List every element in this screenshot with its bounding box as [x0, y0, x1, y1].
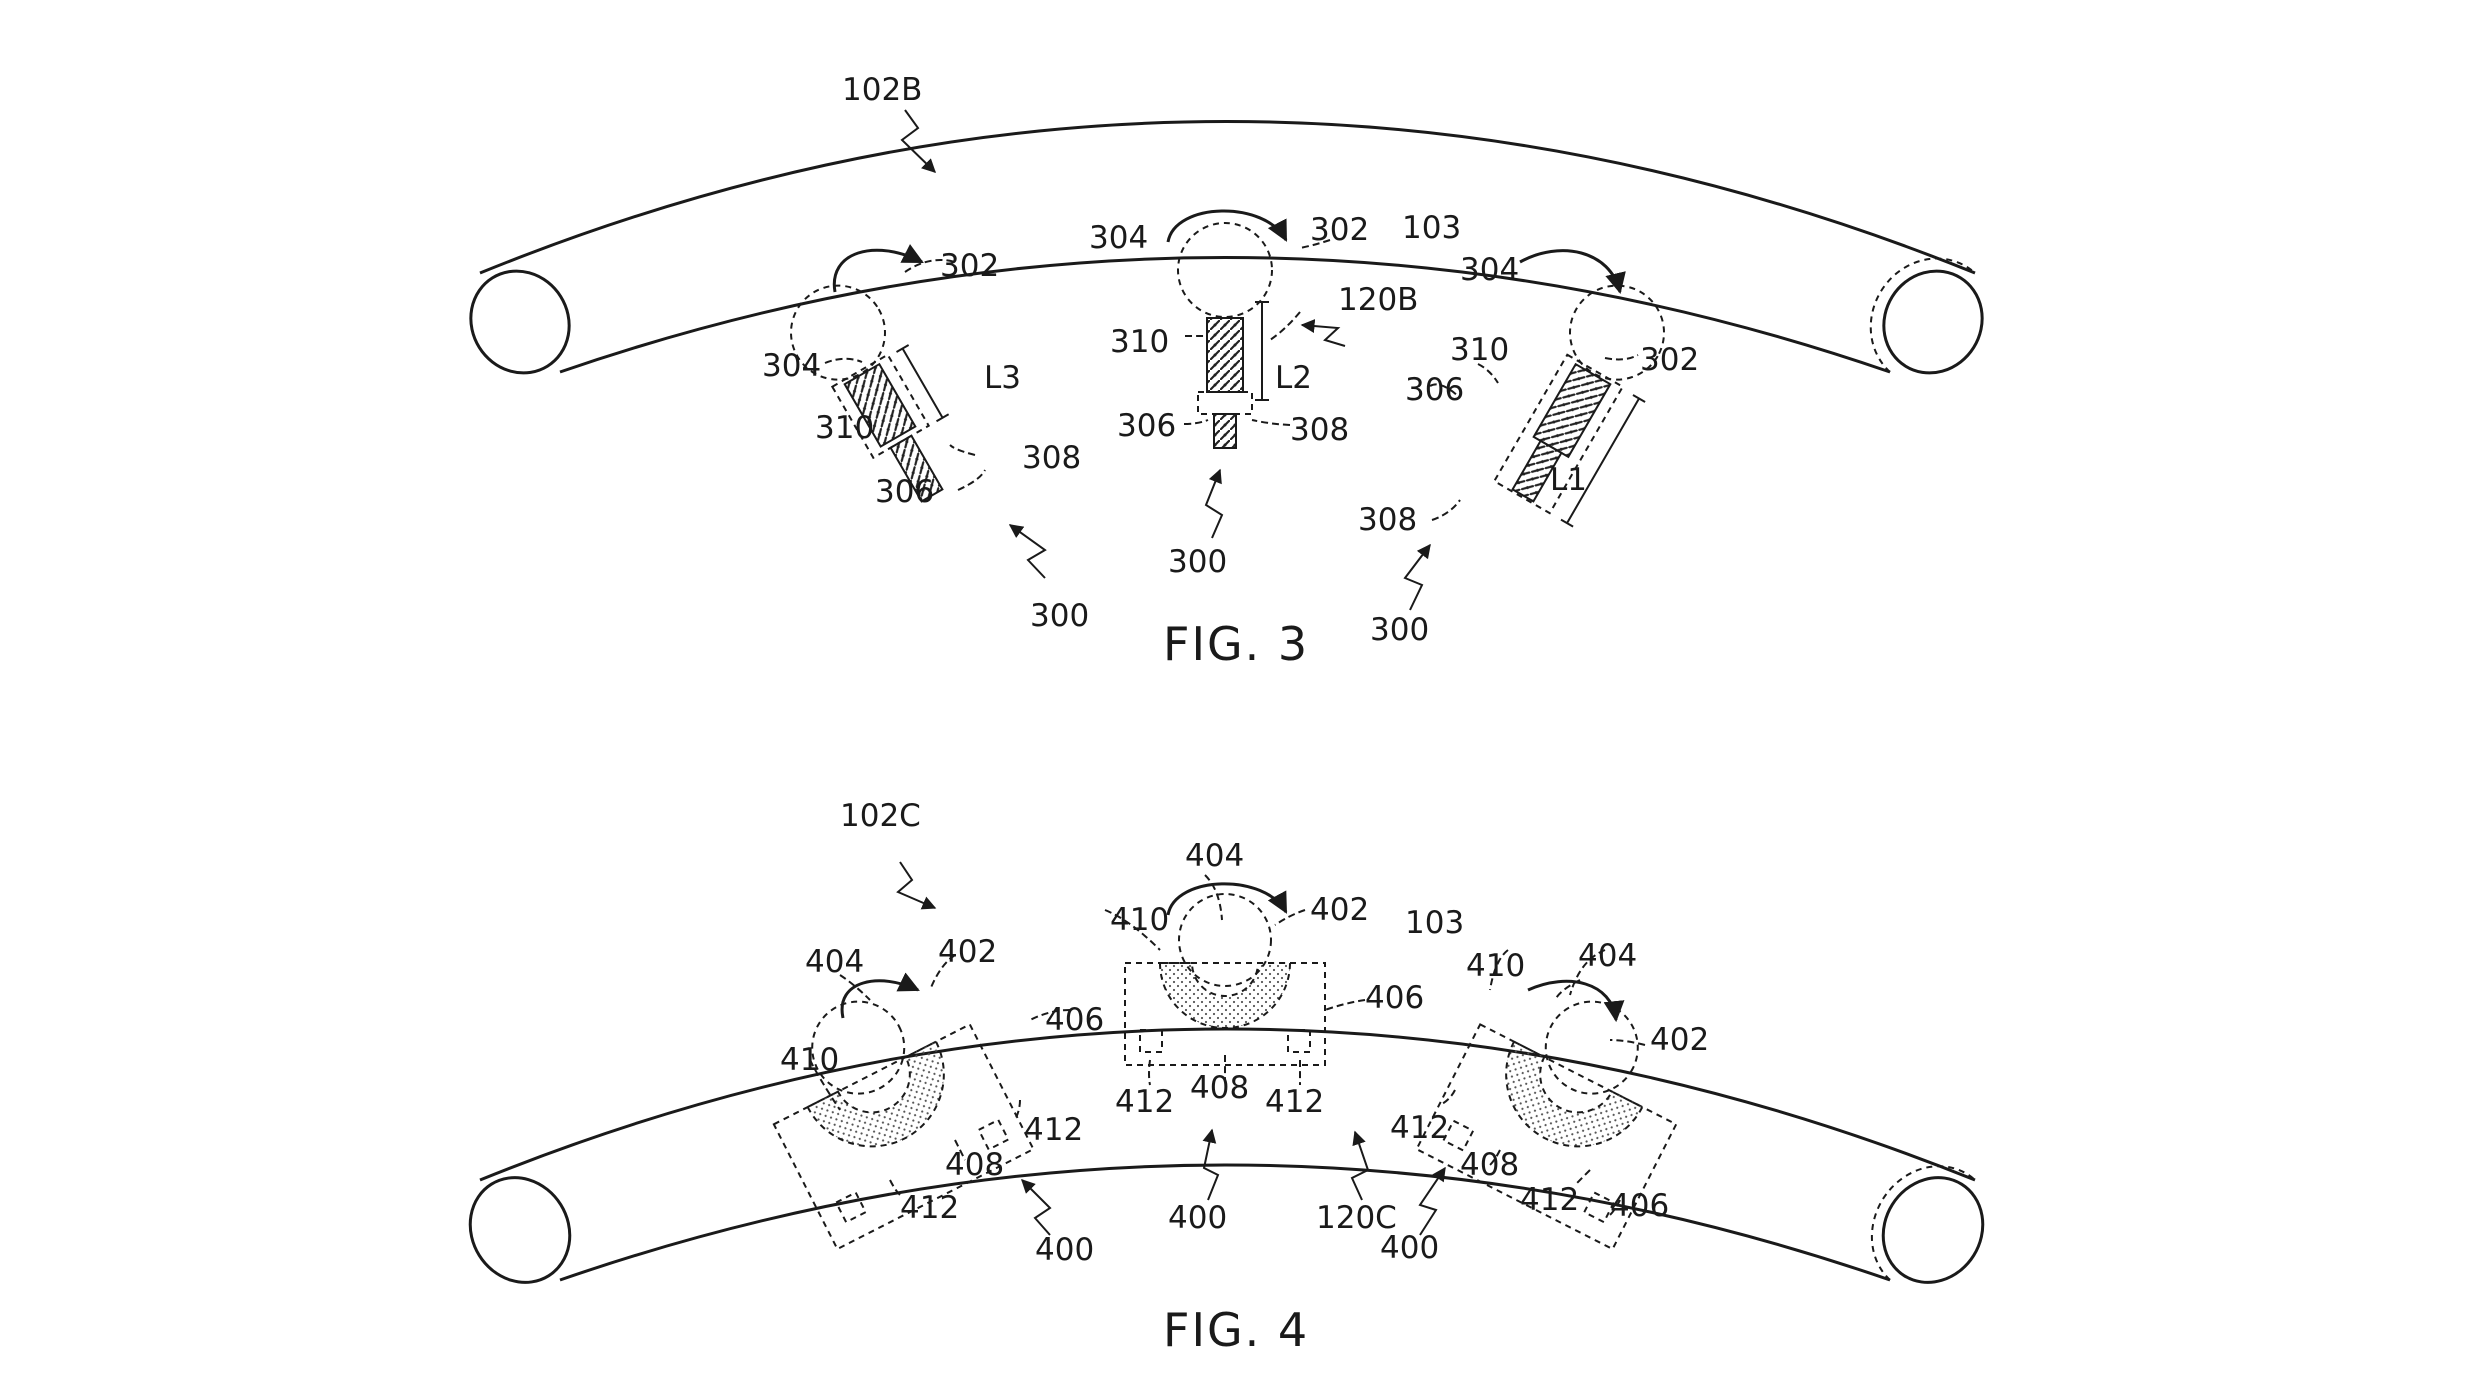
fig4-label-400-left: 400 — [1035, 1232, 1094, 1268]
fig4-label-402-middle: 402 — [1310, 892, 1369, 928]
fig3-label-120b: 120B — [1338, 282, 1418, 318]
fig3-assembly-arrow — [902, 110, 935, 172]
fig3-label-306-middle: 306 — [1117, 408, 1176, 444]
fig3-label-308-left: 308 — [1022, 440, 1081, 476]
fig4-middle-sensor-a — [1140, 1030, 1162, 1052]
fig4-label-412-middle-a: 412 — [1115, 1084, 1174, 1120]
fig3-middle-spring — [1214, 414, 1236, 448]
fig4-assembly-arrow — [898, 862, 935, 908]
fig3-tube-outer-arc — [480, 122, 1975, 274]
fig4-label-402-left: 402 — [938, 934, 997, 970]
fig3-label-302-right: 302 — [1640, 342, 1699, 378]
fig4-rotation-arrow-right — [1528, 981, 1616, 1020]
fig3-label-306-right: 306 — [1405, 372, 1464, 408]
fig3-label-308-middle: 308 — [1290, 412, 1349, 448]
figure-4: 102C 404 402 103 410 406 408 412 412 404… — [451, 798, 2003, 1357]
fig4-caption: FIG. 4 — [1163, 1303, 1309, 1357]
fig3-label-304-left: 304 — [762, 348, 821, 384]
figure-3: 102B 103 302 304 302 304 304 302 120B 31… — [452, 72, 2002, 671]
fig3-label-310-middle: 310 — [1110, 324, 1169, 360]
fig3-label-103: 103 — [1402, 210, 1461, 246]
fig4-label-408-left: 408 — [945, 1147, 1004, 1183]
fig3-rotation-arrow-right — [1520, 251, 1620, 292]
fig4-label-412-left-a: 412 — [1024, 1112, 1083, 1148]
fig3-label-300-left: 300 — [1030, 598, 1089, 634]
fig3-label-306-left: 306 — [875, 474, 934, 510]
fig4-label-102c: 102C — [840, 798, 921, 834]
fig4-left-sensor-b — [979, 1120, 1009, 1150]
fig4-label-408-right: 408 — [1460, 1147, 1519, 1183]
fig4-label-400-right: 400 — [1380, 1230, 1439, 1266]
fig3-label-300-right: 300 — [1370, 612, 1429, 648]
fig4-label-412-left-b: 412 — [900, 1190, 959, 1226]
fig4-label-103: 103 — [1405, 905, 1464, 941]
fig4-label-408-middle: 408 — [1190, 1070, 1249, 1106]
fig4-label-412-right-a: 412 — [1390, 1110, 1449, 1146]
fig4-label-404-left: 404 — [805, 944, 864, 980]
fig3-label-l3: L3 — [984, 360, 1021, 396]
fig3-label-304-middle: 304 — [1089, 220, 1148, 256]
fig4-label-410-right: 410 — [1466, 948, 1525, 984]
fig4-right-ball — [1530, 986, 1654, 1110]
fig4-right-end-face — [1864, 1159, 2003, 1301]
fig3-label-304-right: 304 — [1460, 252, 1519, 288]
fig4-label-400-middle: 400 — [1168, 1200, 1227, 1236]
fig4-label-412-middle-b: 412 — [1265, 1084, 1324, 1120]
fig4-middle-sensor-b — [1288, 1030, 1310, 1052]
fig3-label-l1: L1 — [1550, 462, 1587, 498]
fig4-rotation-arrow-left — [842, 981, 918, 1018]
fig3-label-308-right: 308 — [1358, 502, 1417, 538]
fig3-label-310-left: 310 — [815, 410, 874, 446]
fig4-label-406-left: 406 — [1045, 1002, 1104, 1038]
fig3-middle-housing — [1198, 392, 1252, 414]
fig3-label-302-left: 302 — [940, 248, 999, 284]
fig3-label-l2: L2 — [1275, 360, 1312, 396]
fig4-left-end-face — [451, 1159, 590, 1301]
fig4-label-410-middle: 410 — [1110, 902, 1169, 938]
fig4-label-410-left: 410 — [780, 1042, 839, 1078]
fig4-label-402-right: 402 — [1650, 1022, 1709, 1058]
fig4-left-unit — [739, 957, 1033, 1249]
fig3-middle-coil — [1207, 318, 1243, 392]
fig4-middle-field — [1160, 963, 1290, 1028]
fig4-label-404-right: 404 — [1578, 938, 1637, 974]
fig4-left-sensor-a — [836, 1193, 866, 1223]
fig3-label-302-middle: 302 — [1310, 212, 1369, 248]
fig4-label-404-middle: 404 — [1185, 838, 1244, 874]
fig4-label-412-right-b: 412 — [1520, 1182, 1579, 1218]
fig3-label-310-right: 310 — [1450, 332, 1509, 368]
fig3-caption: FIG. 3 — [1163, 617, 1309, 671]
fig3-label-102b: 102B — [842, 72, 922, 108]
fig4-label-406-right: 406 — [1610, 1188, 1669, 1224]
fig4-rotation-arrow-middle — [1168, 884, 1286, 915]
fig3-rotation-arrow-middle — [1168, 211, 1286, 242]
fig3-label-300-middle: 300 — [1168, 544, 1227, 580]
fig4-label-406-middle: 406 — [1365, 980, 1424, 1016]
